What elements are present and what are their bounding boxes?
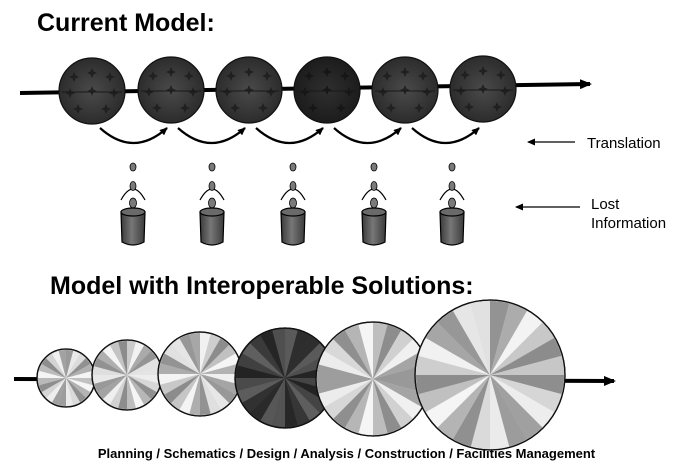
drop [289,197,297,209]
drop [448,162,456,172]
drop [370,181,378,191]
translation-arc [99,127,168,145]
drop [289,181,297,191]
current-model-phases [58,55,517,125]
lost-information-label: Lost Information [591,195,666,233]
translation-arc [177,127,246,145]
lost-information-buckets [120,162,465,246]
translation-arc [255,127,324,145]
translation-arcs [99,127,480,145]
lost-information-bucket [120,162,146,246]
phase-sphere [371,56,439,124]
phase-caption: Planning / Schematics / Design / Analysi… [97,446,596,461]
lost-information-bucket [439,162,465,246]
phase-sphere [215,56,283,124]
phase-sphere [157,331,243,417]
phase-sphere [36,348,96,408]
drop [129,162,137,172]
drop [289,162,297,172]
translation-arc [411,127,480,145]
phase-sphere [234,327,336,429]
drop [208,162,216,172]
current-model-title: Current Model: [37,9,215,37]
lost-information-bucket [361,162,387,246]
phase-sphere [91,339,163,411]
phase-sphere [293,56,361,124]
phase-sphere [58,57,126,125]
drop [129,181,137,191]
drop [448,181,456,191]
translation-arc [333,127,402,145]
interoperable-model-phases [36,299,566,451]
drop [448,197,456,209]
drop [208,181,216,191]
lost-information-bucket [280,162,306,246]
lost-information-line-2: Information [591,215,667,232]
phase-sphere [449,55,517,123]
drop [370,197,378,209]
drop [208,197,216,209]
lost-information-bucket [199,162,225,246]
interoperable-model-title: Model with Interoperable Solutions: [50,272,474,300]
drop [370,162,378,172]
phase-sphere [137,56,205,124]
phase-sphere [414,299,566,451]
lost-information-line-1: Lost [591,196,620,213]
drop [129,197,137,209]
phase-sphere [315,321,431,437]
translation-label: Translation [587,135,661,152]
